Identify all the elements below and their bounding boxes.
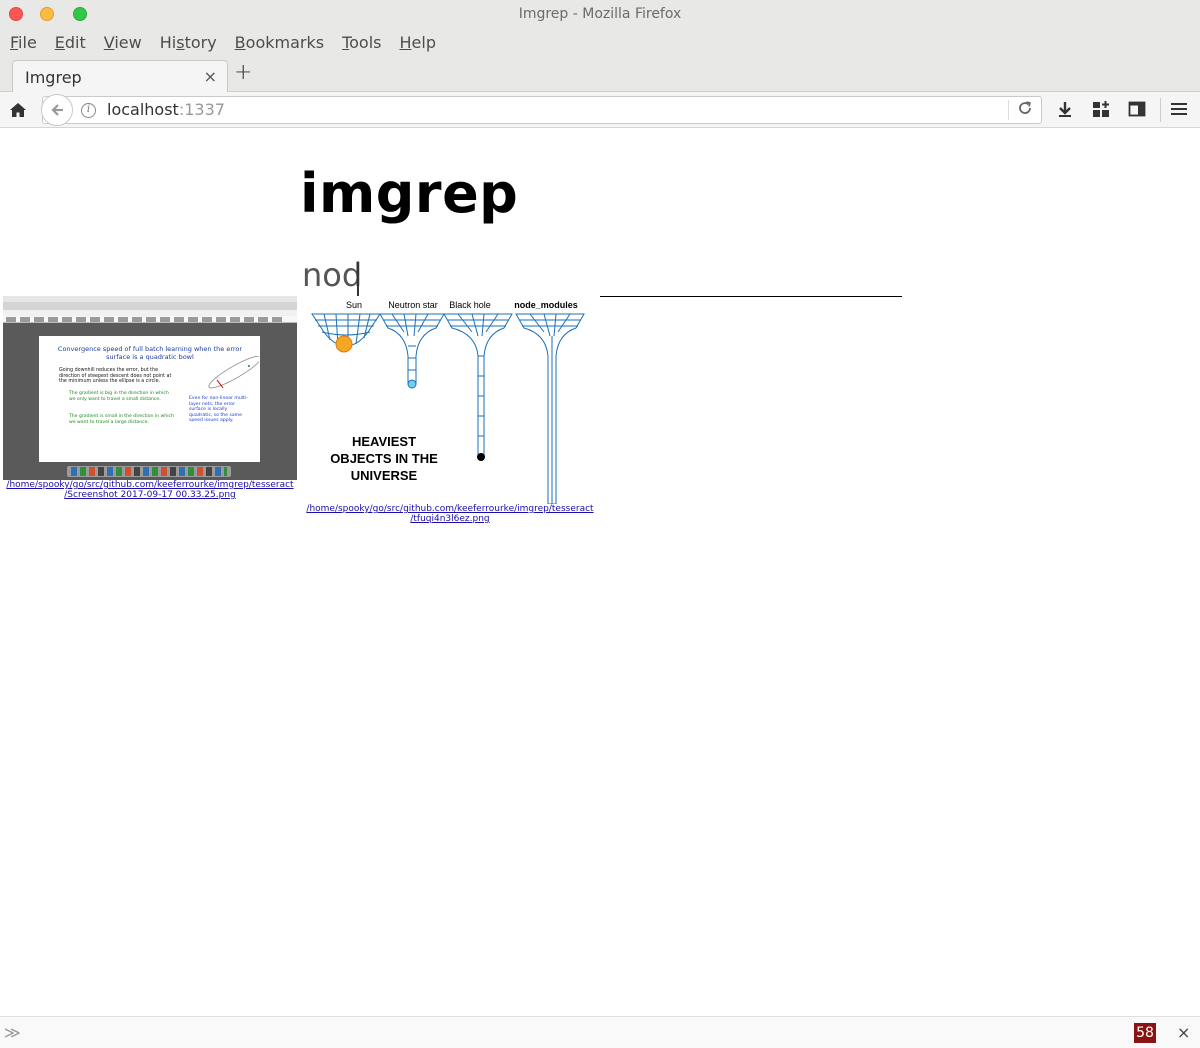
toolbar-separator xyxy=(1160,98,1161,122)
tab-bar: Imgrep × xyxy=(0,56,1200,92)
menu-bar: File Edit View History Bookmarks Tools H… xyxy=(0,28,1200,56)
back-button[interactable] xyxy=(41,94,73,126)
nav-bar: i localhost:1337 xyxy=(0,92,1200,128)
menu-view[interactable]: View xyxy=(103,32,142,52)
thumb-slide: Convergence speed of full batch learning… xyxy=(39,336,260,462)
result-link-line2[interactable]: /tfuqi4n3l6ez.png xyxy=(410,514,490,524)
caption-line-1: HEAVIEST xyxy=(352,434,416,449)
sun-icon xyxy=(335,335,353,353)
console-prompt-icon[interactable]: ≫ xyxy=(4,1023,21,1042)
maximize-window-button[interactable] xyxy=(73,7,87,21)
tab-close-icon[interactable]: × xyxy=(203,67,217,86)
black-hole-icon xyxy=(477,453,485,461)
result-thumbnail[interactable]: Sun Neutron star Black hole node_modules xyxy=(300,296,600,505)
menu-tools[interactable]: Tools xyxy=(342,32,382,52)
downloads-icon[interactable] xyxy=(1056,100,1076,120)
thumb-slide-sub1: The gradient is big in the direction in … xyxy=(69,391,169,402)
url-text[interactable]: localhost:1337 xyxy=(107,100,225,119)
result-link-line1[interactable]: /home/spooky/go/src/github.com/keeferrou… xyxy=(306,504,594,514)
thumb-ellipse-diagram xyxy=(208,356,259,389)
label-black-hole: Black hole xyxy=(449,300,491,310)
tab-imgrep[interactable]: Imgrep × xyxy=(12,60,228,92)
sun-well xyxy=(311,313,381,347)
label-sun: Sun xyxy=(346,300,362,310)
caption-line-2: OBJECTS IN THE xyxy=(330,451,438,466)
window-title: Imgrep - Mozilla Firefox xyxy=(518,6,682,22)
result-item[interactable]: Sun Neutron star Black hole node_modules xyxy=(300,296,600,524)
minimize-window-button[interactable] xyxy=(40,7,54,21)
black-hole-well xyxy=(443,313,513,457)
title-bar: Imgrep - Mozilla Firefox xyxy=(0,0,1200,28)
neutron-star-well xyxy=(379,313,445,385)
back-arrow-icon xyxy=(51,104,63,116)
node-modules-well xyxy=(515,313,585,505)
close-window-button[interactable] xyxy=(9,7,23,21)
tab-title: Imgrep xyxy=(25,68,82,87)
label-node-modules: node_modules xyxy=(514,300,578,310)
new-tab-button[interactable]: + xyxy=(234,60,253,85)
menu-file[interactable]: File xyxy=(10,32,37,52)
thumb-dock-icons xyxy=(71,467,227,476)
thumb-urlbar xyxy=(3,310,297,316)
neutron-star-icon xyxy=(407,379,417,389)
library-icon[interactable] xyxy=(1092,100,1112,120)
result-thumbnail[interactable]: Convergence speed of full batch learning… xyxy=(3,296,297,480)
status-badge[interactable]: 58 xyxy=(1134,1023,1156,1043)
thumb-menubar xyxy=(3,296,297,302)
page-content: imgrep Convergence speed of full batch l… xyxy=(0,128,1200,1016)
result-link-line1[interactable]: /home/spooky/go/src/github.com/keeferrou… xyxy=(6,480,294,490)
search-input[interactable] xyxy=(300,254,902,296)
result-link-line2[interactable]: /Screenshot 2017-09-17 00.33.25.png xyxy=(64,490,236,500)
menu-history[interactable]: History xyxy=(159,32,217,52)
menu-edit[interactable]: Edit xyxy=(54,32,86,52)
result-item[interactable]: Convergence speed of full batch learning… xyxy=(3,296,297,500)
hamburger-menu-icon[interactable] xyxy=(1170,100,1190,120)
home-icon[interactable] xyxy=(8,100,28,120)
thumb-bookmark-chips xyxy=(6,317,286,322)
page-title: imgrep xyxy=(300,162,519,225)
text-caret xyxy=(357,262,359,296)
sidebar-icon[interactable] xyxy=(1128,100,1148,120)
site-info-icon[interactable]: i xyxy=(81,103,96,118)
console-bar: ≫ 58 × xyxy=(0,1016,1200,1048)
thumb-slide-bullet: Going downhill reduces the error, but th… xyxy=(59,368,172,385)
thumb-tabstrip xyxy=(3,302,297,310)
url-divider xyxy=(1008,100,1009,120)
menu-bookmarks[interactable]: Bookmarks xyxy=(234,32,325,52)
label-neutron-star: Neutron star xyxy=(388,300,438,310)
close-icon[interactable]: × xyxy=(1177,1023,1191,1042)
url-bar[interactable]: i localhost:1337 xyxy=(41,94,1042,126)
thumb-slide-sub2: The gradient is small in the direction i… xyxy=(69,414,174,425)
caption-line-3: UNIVERSE xyxy=(351,468,418,483)
reload-icon[interactable] xyxy=(1017,100,1033,120)
gravity-well-illustration: Sun Neutron star Black hole node_modules xyxy=(311,300,585,505)
menu-help[interactable]: Help xyxy=(399,32,436,52)
thumb-slide-sidenote: Even for non-linear multi-layer nets, th… xyxy=(189,396,248,424)
search-field[interactable] xyxy=(300,254,902,297)
thumb-dock xyxy=(67,466,231,477)
thumb-slide-title: Convergence speed of full batch learning… xyxy=(57,345,243,361)
